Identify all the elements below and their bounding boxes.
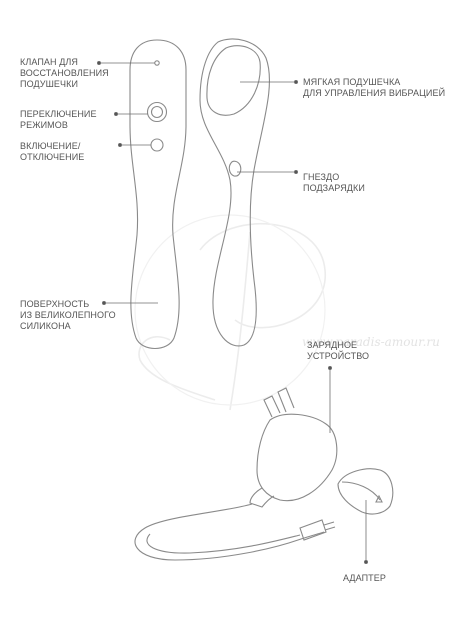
label-adapter: АДАПТЕР [343,573,386,583]
device-front-outline [129,39,187,350]
charger-prong-2 [277,387,295,413]
charger-prong-1 [263,395,281,418]
charging-socket [228,160,242,177]
adapter-body [337,468,394,515]
power-button [150,138,164,152]
watermark-logo [134,214,326,411]
leader-lines [97,61,368,565]
charger-illustration [134,387,338,561]
valve-dot [154,60,160,66]
mode-switch-button-inner [150,105,164,119]
charger-cable-loop [146,533,301,554]
adapter-illustration [337,468,394,515]
watermark-site-text: www.paradis-amour.ru [302,335,440,349]
adapter-mark [375,494,383,503]
mode-switch-button-outer [146,101,168,123]
device-side-view [199,38,270,347]
charger-body [256,413,338,502]
device-side-outline [199,38,270,347]
charger-plug-pin [323,521,336,531]
device-front-view [129,39,187,350]
adapter-face [341,481,381,501]
charger-neck [249,487,275,508]
charger-plug [299,519,327,541]
soft-pad-outline [206,45,261,116]
charger-cable [134,503,325,561]
label-power: ВКЛЮЧЕНИЕ/ОТКЛЮЧЕНИЕ [20,141,85,162]
